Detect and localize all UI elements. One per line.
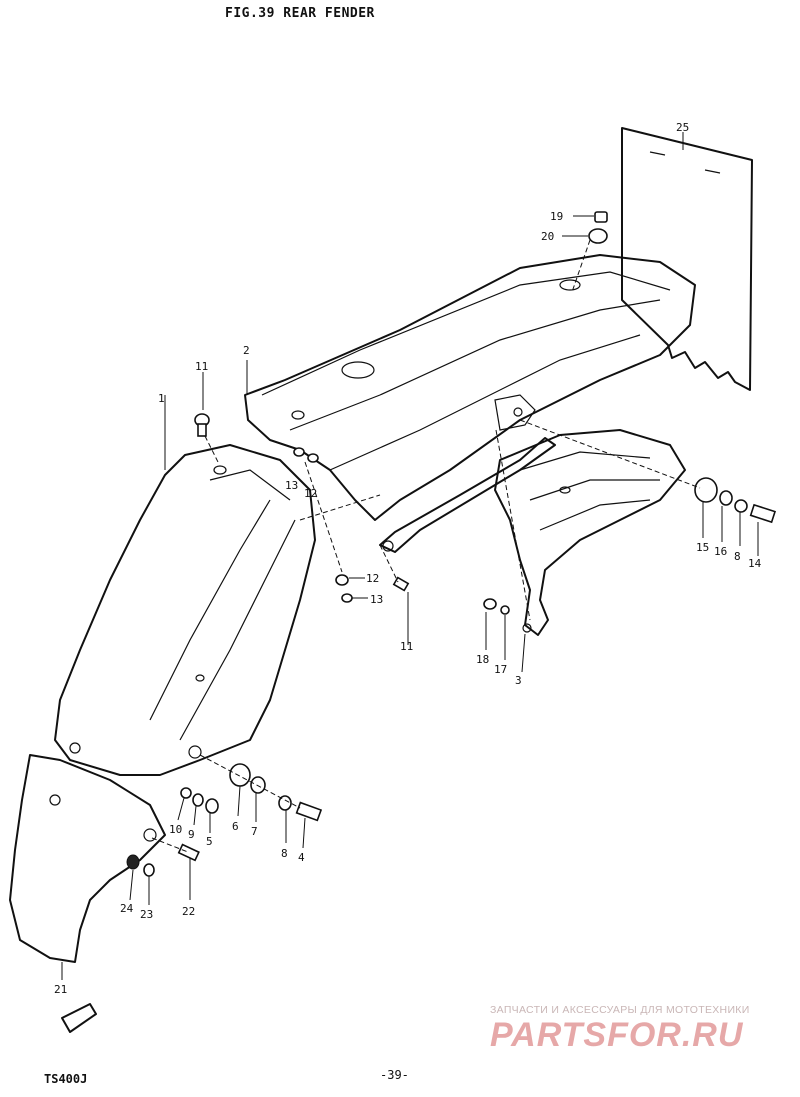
part-ref-3: 3: [515, 674, 522, 687]
part-ref-11a: 11: [195, 360, 208, 373]
part-ref-24: 24: [120, 902, 134, 915]
part-ref-13a: 13: [285, 479, 298, 492]
part-ref-19: 19: [550, 210, 563, 223]
part-ref-2: 2: [243, 344, 250, 357]
watermark-logo: PARTSFOR.RU: [490, 1016, 744, 1054]
leader-lines: [61, 132, 759, 980]
part-ref-5: 5: [206, 835, 213, 848]
part-ref-14: 14: [748, 557, 762, 570]
part-ref-9: 9: [188, 828, 195, 841]
model-code: TS400J: [44, 1072, 88, 1086]
page-number: -39-: [380, 1068, 409, 1082]
part-ref-20: 20: [541, 230, 554, 243]
license-plate: [621, 127, 753, 391]
inner-fender: [494, 429, 686, 636]
part-ref-23: 23: [140, 908, 153, 921]
part-ref-21: 21: [54, 983, 67, 996]
part-ref-16: 16: [714, 545, 727, 558]
part-ref-1: 1: [158, 392, 165, 405]
part-ref-8a: 8: [281, 847, 288, 860]
part-ref-12a: 12: [304, 487, 317, 500]
part-ref-25: 25: [676, 121, 689, 134]
part-ref-17: 17: [494, 663, 507, 676]
part-ref-8b: 8: [734, 550, 741, 563]
part-ref-13b: 13: [370, 593, 383, 606]
part-ref-11b: 11: [400, 640, 413, 653]
part-ref-10: 10: [169, 823, 182, 836]
part-ref-12b: 12: [366, 572, 379, 585]
part-ref-7: 7: [251, 825, 258, 838]
rear-fender: [244, 254, 696, 553]
part-reference-labels: 1 2 3 4 5 6 7 8 8 9 10 11 11 12 12 13 13…: [54, 121, 762, 996]
hardware: [126, 211, 777, 877]
mud-flap: [9, 754, 166, 1033]
figure-title: FIG.39 REAR FENDER: [225, 6, 375, 21]
part-ref-4: 4: [298, 851, 305, 864]
part-ref-6: 6: [232, 820, 239, 833]
part-ref-18: 18: [476, 653, 489, 666]
assembly-lines: [151, 239, 701, 853]
part-ref-15: 15: [696, 541, 709, 554]
watermark-tagline: ЗАПЧАСТИ И АКСЕССУАРЫ ДЛЯ МОТОТЕХНИКИ: [490, 1004, 750, 1016]
part-ref-22: 22: [182, 905, 195, 918]
front-fender-section: [54, 444, 316, 776]
